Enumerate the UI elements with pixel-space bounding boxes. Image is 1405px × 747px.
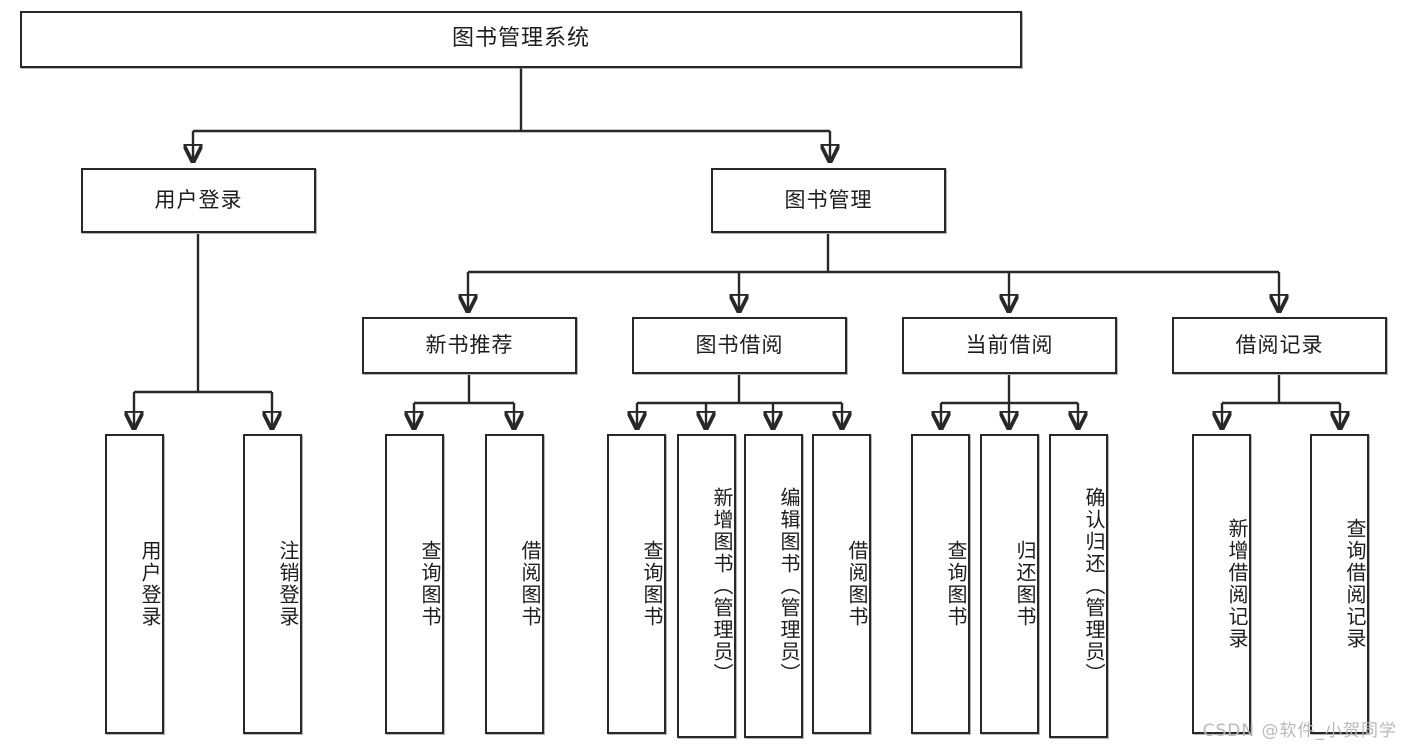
node-leaf-query-book-2[interactable]: 查询图书 (607, 434, 666, 734)
node-leaf-return-book[interactable]: 归还图书 (980, 434, 1039, 734)
node-leaf-add-book[interactable]: 新增图书（管理员） (677, 434, 736, 738)
node-leaf-edit-book[interactable]: 编辑图书（管理员） (744, 434, 803, 738)
node-leaf-borrow-book-1[interactable]: 借阅图书 (485, 434, 544, 734)
node-new-book-recommend[interactable]: 新书推荐 (362, 317, 577, 374)
node-leaf-add-record[interactable]: 新增借阅记录 (1192, 434, 1251, 734)
node-leaf-borrow-book-2[interactable]: 借阅图书 (812, 434, 871, 734)
node-user-login[interactable]: 用户登录 (81, 168, 316, 233)
node-leaf-user-login[interactable]: 用户登录 (105, 434, 164, 734)
node-leaf-confirm-return[interactable]: 确认归还（管理员） (1049, 434, 1108, 738)
node-book-manage[interactable]: 图书管理 (711, 168, 946, 233)
node-root-system[interactable]: 图书管理系统 (20, 11, 1022, 68)
node-leaf-query-book-3[interactable]: 查询图书 (911, 434, 970, 734)
node-borrow-record[interactable]: 借阅记录 (1172, 317, 1387, 374)
node-book-borrow[interactable]: 图书借阅 (632, 317, 847, 374)
node-leaf-query-book-1[interactable]: 查询图书 (385, 434, 444, 734)
node-current-borrow[interactable]: 当前借阅 (902, 317, 1117, 374)
node-leaf-query-record[interactable]: 查询借阅记录 (1310, 434, 1369, 734)
node-leaf-user-logout[interactable]: 注销登录 (243, 434, 302, 734)
